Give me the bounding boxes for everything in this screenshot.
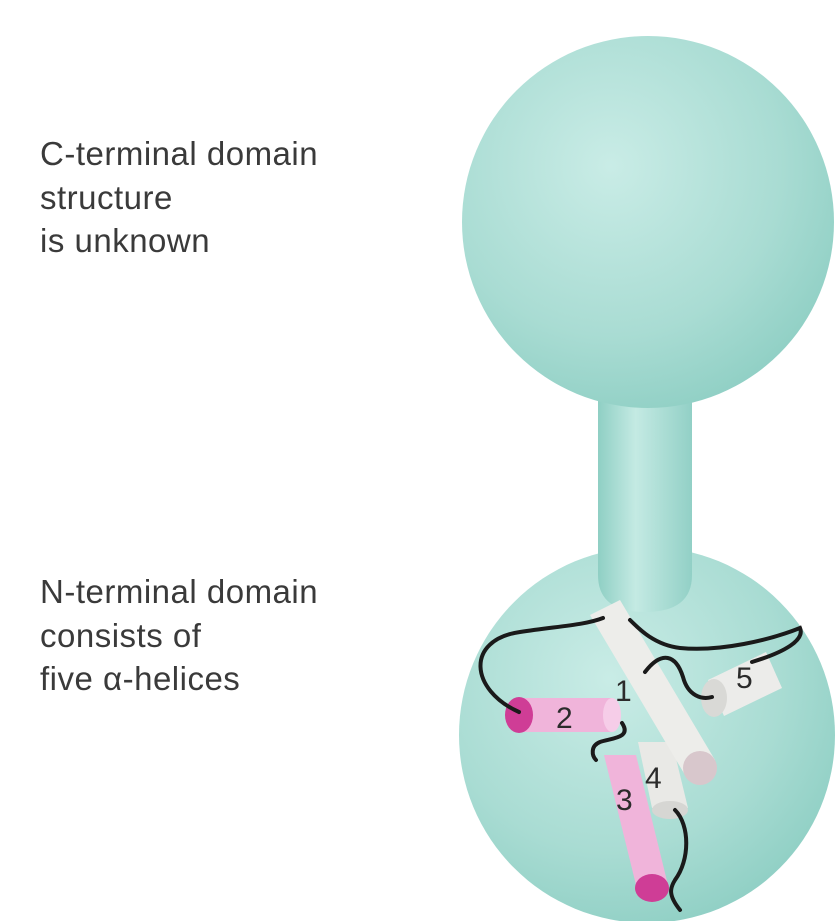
helix-5-number: 5 xyxy=(736,662,753,695)
c-terminal-domain-sphere xyxy=(462,36,834,408)
helix-1-number: 1 xyxy=(615,675,632,708)
helix-3-number: 3 xyxy=(616,784,633,817)
domain-linker-stalk xyxy=(598,390,692,612)
helix-4-number: 4 xyxy=(645,762,662,795)
helix-2-number: 2 xyxy=(556,702,573,735)
